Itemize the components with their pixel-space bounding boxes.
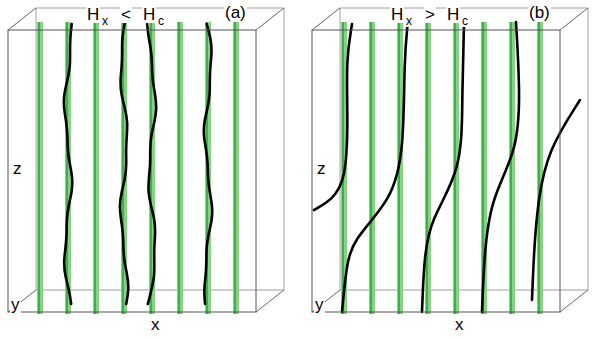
columnar-defect bbox=[369, 22, 375, 314]
subscript: c bbox=[461, 15, 469, 27]
axis-label: z bbox=[12, 160, 23, 177]
field-symbol: H bbox=[86, 6, 100, 23]
box-edge bbox=[8, 8, 36, 30]
panel-label: (a) bbox=[224, 4, 247, 21]
columnar-defect bbox=[93, 22, 99, 314]
relation: < bbox=[120, 6, 132, 23]
columnar-defect bbox=[509, 22, 515, 314]
columnar-defect-core bbox=[178, 22, 180, 314]
box-edge bbox=[560, 290, 588, 312]
vortex-line bbox=[314, 24, 352, 210]
axis-label: y bbox=[10, 296, 21, 313]
columnar-defect bbox=[177, 22, 183, 314]
axis-label: x bbox=[150, 316, 161, 333]
axis-label: y bbox=[314, 296, 325, 313]
vortex-line bbox=[482, 22, 519, 312]
subscript: c bbox=[157, 15, 165, 27]
columnar-defect-core bbox=[342, 22, 344, 314]
vortex-line bbox=[532, 100, 580, 300]
subscript: x bbox=[405, 15, 413, 27]
columnar-defect bbox=[537, 22, 543, 314]
field-symbol: H bbox=[142, 6, 156, 23]
vortex-line bbox=[342, 20, 408, 312]
vortex-line bbox=[64, 24, 72, 304]
box-edge bbox=[8, 30, 256, 312]
field-symbol: H bbox=[390, 6, 404, 23]
axis-label: x bbox=[454, 316, 465, 333]
columnar-defect bbox=[37, 22, 43, 314]
axis-label: z bbox=[316, 160, 327, 177]
columnar-defect bbox=[425, 22, 431, 314]
vortex-line bbox=[120, 24, 128, 304]
box-edge bbox=[36, 8, 284, 290]
columnar-defect-core bbox=[510, 22, 512, 314]
columnar-defect-core bbox=[370, 22, 372, 314]
columnar-defect-core bbox=[234, 22, 236, 314]
columnar-defect bbox=[233, 22, 239, 314]
vortex-line bbox=[147, 24, 156, 304]
columnar-defect-core bbox=[426, 22, 428, 314]
subscript: x bbox=[101, 15, 109, 27]
columnar-defect-core bbox=[94, 22, 96, 314]
vortex-line bbox=[204, 24, 212, 304]
box-edge bbox=[312, 30, 560, 312]
field-symbol: H bbox=[446, 6, 460, 23]
box-edge bbox=[312, 8, 340, 30]
sample-box bbox=[312, 8, 588, 314]
box-edge bbox=[560, 8, 588, 30]
box-edge bbox=[312, 290, 340, 312]
box-edge bbox=[256, 8, 284, 30]
vortex-line bbox=[422, 24, 464, 312]
sample-box bbox=[8, 8, 284, 314]
columnar-defect-core bbox=[538, 22, 540, 314]
box-edge bbox=[8, 290, 36, 312]
box-edge bbox=[256, 290, 284, 312]
columnar-defect-core bbox=[66, 22, 68, 314]
columnar-defect-core bbox=[38, 22, 40, 314]
panel-label: (b) bbox=[528, 4, 551, 21]
relation: > bbox=[424, 6, 436, 23]
